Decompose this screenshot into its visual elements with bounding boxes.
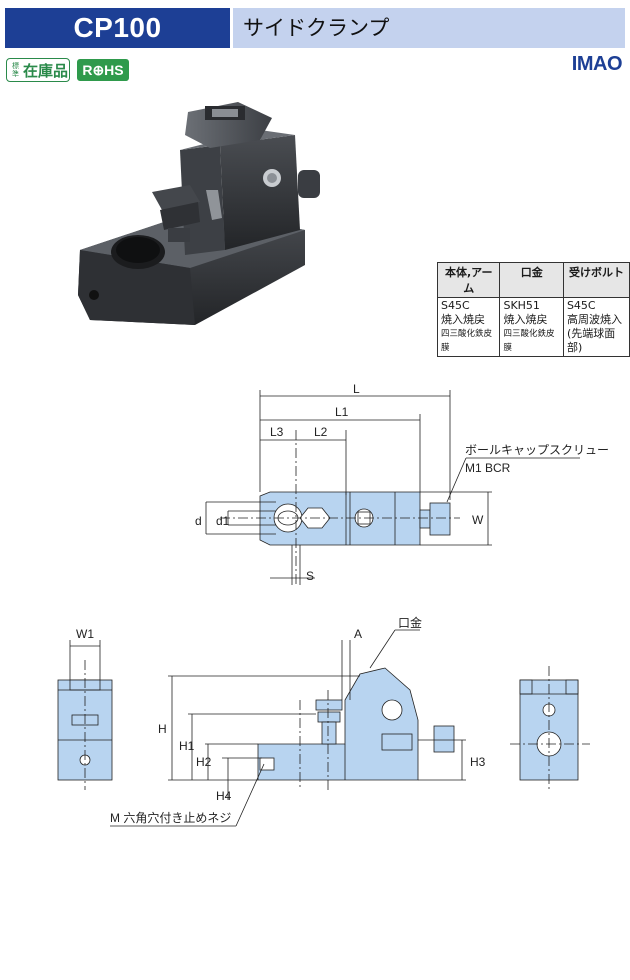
material-line: 四三酸化鉄皮膜 [503, 329, 555, 353]
material-line: (先端球面部) [566, 327, 616, 354]
product-photo [78, 102, 320, 325]
material-header-body: 本体,アーム [436, 262, 501, 298]
dim-A: A [354, 627, 362, 641]
stock-badge-small: 標準 [12, 62, 19, 78]
dim-L1: L1 [335, 405, 349, 419]
callout-ball-screw: ボールキャップスクリュー [465, 443, 609, 457]
callout-bcr: M1 BCR [465, 461, 511, 475]
material-line: 焼入焼戻 [441, 313, 485, 326]
material-line: 四三酸化鉄皮膜 [441, 329, 493, 353]
product-name: サイドクランプ [233, 8, 625, 48]
material-line: S45C [441, 299, 470, 312]
dim-S: S [306, 569, 314, 583]
dim-H3: H3 [470, 755, 486, 769]
material-header-jaw: 口金 [499, 262, 564, 298]
dim-W: W [472, 513, 484, 527]
dim-H4: H4 [216, 789, 232, 803]
dim-H: H [158, 722, 167, 736]
stock-badge-label: 在庫品 [23, 61, 69, 80]
model-code: CP100 [5, 8, 230, 48]
material-line: SKH51 [503, 299, 540, 312]
dim-H1: H1 [179, 739, 195, 753]
dim-d: d [195, 514, 202, 528]
material-line: S45C [566, 299, 596, 312]
stock-badge: 標準 在庫品 [6, 58, 70, 82]
material-line: 焼入焼戻 [503, 313, 548, 326]
brand-logo: IMAO [571, 53, 623, 75]
rohs-badge: R⊕HS [77, 59, 129, 81]
technical-drawing: L L1 L3 L2 d d1 W S ボールキャップスクリュー M1 BCR … [57, 382, 609, 827]
dim-W1: W1 [76, 627, 94, 641]
callout-jaw: 口金 [398, 615, 422, 630]
dim-d1: d1 [216, 514, 230, 528]
dim-H2: H2 [196, 755, 212, 769]
material-header-bolt: 受けボルト [562, 262, 630, 298]
callout-setscrew: M 六角穴付き止めネジ [110, 810, 231, 825]
material-table: 本体,アーム 口金 受けボルト S45C 焼入焼戻 四三酸化鉄皮膜 SKH51 … [436, 262, 630, 357]
material-cell: S45C 焼入焼戻 四三酸化鉄皮膜 [436, 297, 501, 357]
title-bar: CP100 サイドクランプ [5, 8, 625, 48]
dim-L: L [353, 382, 360, 396]
dim-L3: L3 [270, 425, 284, 439]
material-cell: S45C 高周波焼入 (先端球面部) [562, 297, 630, 357]
material-line: 高周波焼入 [566, 313, 622, 326]
material-cell: SKH51 焼入焼戻 四三酸化鉄皮膜 [499, 297, 564, 357]
dim-L2: L2 [314, 425, 328, 439]
